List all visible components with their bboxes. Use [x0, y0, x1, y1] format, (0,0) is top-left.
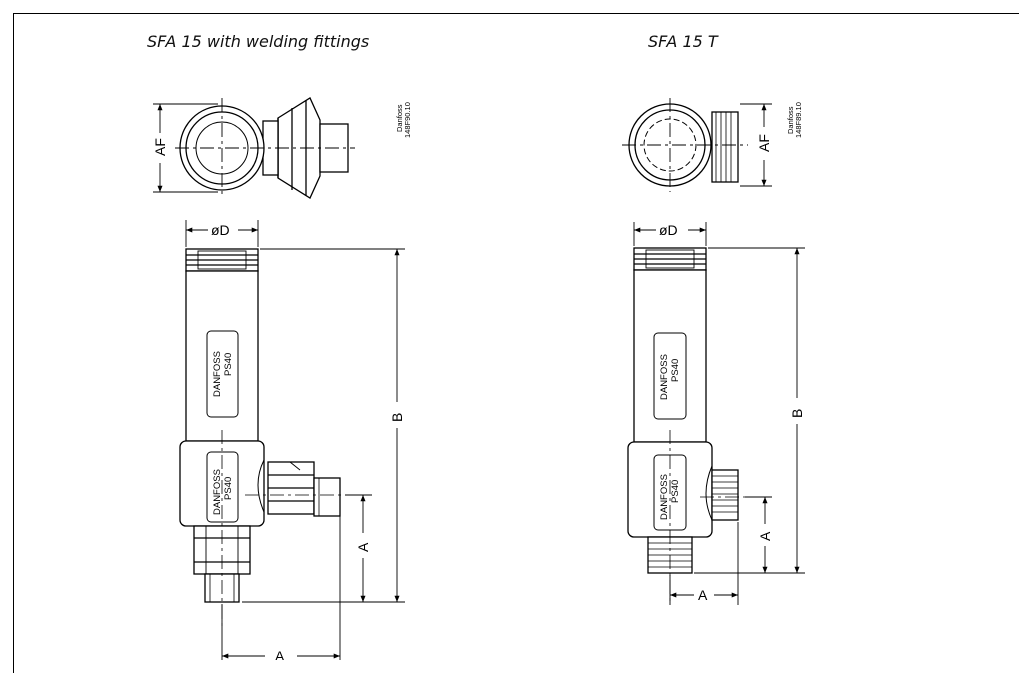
- right-body-label-1: DANFOSS: [659, 354, 670, 400]
- left-lower-label-2: PS40: [223, 477, 234, 500]
- right-od-label: øD: [659, 222, 678, 238]
- right-lower-label-2: PS40: [670, 480, 681, 503]
- right-lower-label-1: DANFOSS: [659, 474, 670, 520]
- left-body-label-1: DANFOSS: [212, 351, 223, 397]
- right-af-label: AF: [756, 134, 772, 152]
- right-code-number: 148F89.10: [794, 102, 803, 138]
- caption-right: SFA 15 T: [648, 32, 718, 51]
- left-af-label: AF: [152, 138, 168, 156]
- right-side-view: [627, 222, 805, 605]
- right-body-label-2: PS40: [670, 359, 681, 382]
- caption-left: SFA 15 with welding fittings: [147, 32, 370, 51]
- left-lower-label-1: DANFOSS: [212, 469, 223, 515]
- right-a-horizontal-label: A: [698, 587, 708, 603]
- left-side-view: [179, 220, 405, 660]
- right-a-vertical-label: A: [757, 531, 773, 541]
- left-od-label: øD: [211, 222, 230, 238]
- left-code-number: 148F90.10: [403, 102, 412, 138]
- left-top-view: [153, 97, 355, 199]
- left-body-label-2: PS40: [223, 353, 234, 376]
- left-a-horizontal-label: A: [275, 648, 285, 660]
- left-b-label: B: [389, 413, 405, 422]
- right-b-label: B: [789, 409, 805, 418]
- left-code-brand: Danfoss: [395, 104, 404, 132]
- drawing-frame: [13, 13, 1019, 673]
- right-code-brand: Danfoss: [786, 106, 795, 134]
- left-a-vertical-label: A: [355, 542, 371, 552]
- right-top-view: [622, 98, 772, 192]
